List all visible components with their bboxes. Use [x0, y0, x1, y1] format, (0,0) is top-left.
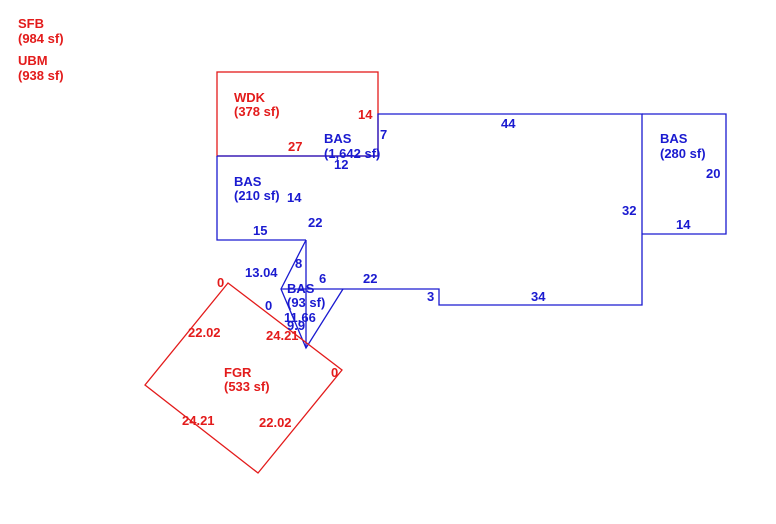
- dim-wdk-27: 27: [288, 139, 302, 154]
- dim-32: 32: [622, 203, 636, 218]
- dim-22-horizontal: 22: [363, 271, 377, 286]
- bas-280-outline: [642, 113, 727, 235]
- dim-13-04: 13.04: [245, 265, 278, 280]
- dim-fgr-0-right: 0: [331, 365, 338, 380]
- area-bas-210-size: (210 sf): [234, 188, 280, 203]
- dim-0-blue: 0: [265, 298, 272, 313]
- dim-12: 12: [334, 157, 348, 172]
- dim-34: 34: [531, 289, 546, 304]
- bas-93-outline: [280, 239, 344, 350]
- dim-wdk-14: 14: [358, 107, 373, 122]
- dim-7: 7: [380, 127, 387, 142]
- dim-15: 15: [253, 223, 267, 238]
- area-bas-280-size: (280 sf): [660, 146, 706, 161]
- legend-ubm-code: UBM: [18, 53, 48, 68]
- bas-main-outline: [217, 113, 643, 306]
- area-wdk-code: WDK: [234, 90, 266, 105]
- area-bas-93-code: BAS: [287, 281, 315, 296]
- area-bas-93-size: (93 sf): [287, 295, 325, 310]
- dim-11-66: 11.66: [284, 310, 316, 325]
- dim-9-9: 9.9: [287, 318, 305, 333]
- dim-fgr-24-21-upper: 24.21: [266, 328, 299, 343]
- bas-210-outline: [216, 156, 306, 241]
- dim-8: 8: [295, 256, 302, 271]
- fgr-outline: [144, 282, 343, 474]
- dim-22-vertical: 22: [308, 215, 322, 230]
- area-bas-280-code: BAS: [660, 131, 688, 146]
- dim-fgr-22-02-upper: 22.02: [188, 325, 221, 340]
- dim-20: 20: [706, 166, 720, 181]
- dim-3: 3: [427, 289, 434, 304]
- dim-14-left: 14: [287, 190, 302, 205]
- legend-sfb-area: (984 sf): [18, 31, 64, 46]
- area-bas-main-size: (1,642 sf): [324, 146, 380, 161]
- area-bas-main-code: BAS: [324, 131, 352, 146]
- area-bas-210-code: BAS: [234, 174, 262, 189]
- area-fgr-size: (533 sf): [224, 379, 270, 394]
- dim-fgr-22-02-lower: 22.02: [259, 415, 292, 430]
- area-fgr-code: FGR: [224, 365, 252, 380]
- dim-6: 6: [319, 271, 326, 286]
- dim-fgr-0-top: 0: [217, 275, 224, 290]
- legend-ubm-area: (938 sf): [18, 68, 64, 83]
- legend-sfb-code: SFB: [18, 16, 44, 31]
- area-wdk-size: (378 sf): [234, 104, 280, 119]
- dim-fgr-24-21-lower: 24.21: [182, 413, 215, 428]
- dim-44: 44: [501, 116, 516, 131]
- dim-14-right: 14: [676, 217, 691, 232]
